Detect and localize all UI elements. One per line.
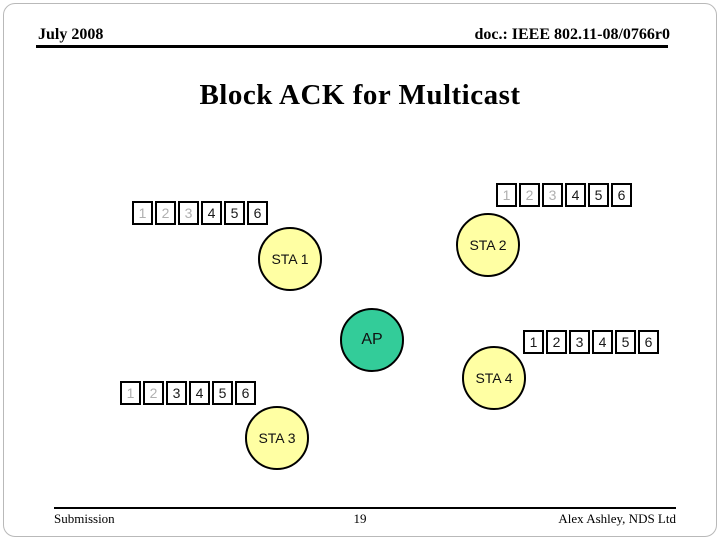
seq-cell: 3: [542, 183, 563, 207]
node-label: STA 2: [469, 237, 507, 253]
seq-cell: 5: [615, 330, 636, 354]
footer-page-number: 19: [353, 511, 367, 526]
seq-row-sta1: 1 2 3 4 5 6: [132, 201, 268, 225]
node-label: STA 1: [271, 251, 309, 267]
node-label: STA 4: [475, 370, 513, 386]
seq-cell: 3: [569, 330, 590, 354]
seq-row-sta3: 1 2 3 4 5 6: [120, 381, 256, 405]
seq-cell: 5: [588, 183, 609, 207]
seq-cell: 4: [592, 330, 613, 354]
node-sta4: STA 4: [462, 346, 526, 410]
seq-cell: 2: [519, 183, 540, 207]
header-doc-number: doc.: IEEE 802.11-08/0766r0: [474, 26, 670, 43]
node-label: AP: [361, 331, 383, 348]
slide-title: Block ACK for Multicast: [199, 79, 521, 111]
seq-cell: 2: [155, 201, 176, 225]
seq-cell: 4: [565, 183, 586, 207]
footer-author: Alex Ashley, NDS Ltd: [558, 511, 676, 526]
header-date: July 2008: [38, 26, 104, 43]
seq-cell: 2: [143, 381, 164, 405]
seq-cell: 2: [546, 330, 567, 354]
seq-cell: 6: [611, 183, 632, 207]
seq-cell: 5: [224, 201, 245, 225]
seq-cell: 3: [166, 381, 187, 405]
seq-cell: 4: [201, 201, 222, 225]
seq-cell: 1: [496, 183, 517, 207]
seq-row-sta2: 1 2 3 4 5 6: [496, 183, 632, 207]
footer-submission: Submission: [54, 511, 115, 526]
node-ap: AP: [340, 308, 404, 372]
seq-cell: 1: [132, 201, 153, 225]
seq-cell: 1: [523, 330, 544, 354]
seq-cell: 3: [178, 201, 199, 225]
node-label: STA 3: [258, 430, 296, 446]
seq-cell: 6: [247, 201, 268, 225]
seq-cell: 1: [120, 381, 141, 405]
header-rule: [36, 45, 668, 48]
node-sta2: STA 2: [456, 213, 520, 277]
seq-cell: 6: [235, 381, 256, 405]
footer-rule: [54, 507, 676, 509]
node-sta3: STA 3: [245, 406, 309, 470]
seq-row-sta4: 1 2 3 4 5 6: [523, 330, 659, 354]
seq-cell: 5: [212, 381, 233, 405]
seq-cell: 4: [189, 381, 210, 405]
node-sta1: STA 1: [258, 227, 322, 291]
seq-cell: 6: [638, 330, 659, 354]
